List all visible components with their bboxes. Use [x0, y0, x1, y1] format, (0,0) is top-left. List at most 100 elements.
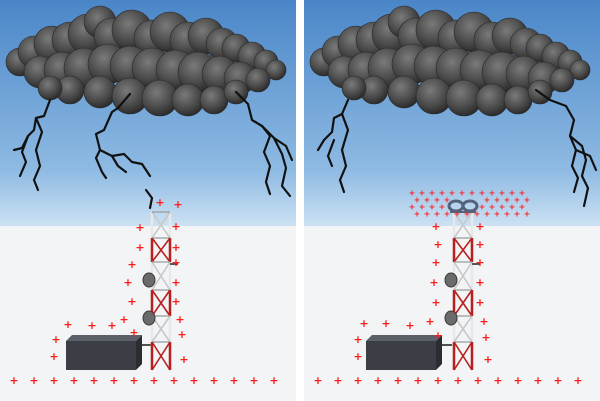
antenna-dish-icon — [444, 310, 458, 326]
equipment-shelter-icon — [366, 335, 452, 370]
scene-right: ++++++++++++++++++++++++++++++++++++++++… — [304, 0, 600, 401]
positive-charge-icon: + — [431, 256, 440, 269]
positive-charge-icon: + — [493, 374, 502, 387]
positive-charge-icon: + — [439, 189, 446, 198]
lightning-bolt-icon — [144, 188, 154, 210]
positive-charge-icon: + — [473, 374, 482, 387]
positive-charge-icon: + — [433, 329, 442, 342]
lightning-bolt-icon — [98, 148, 152, 178]
positive-charge-icon: + — [129, 374, 138, 387]
positive-charge-icon: + — [444, 210, 451, 219]
positive-charge-icon: + — [171, 295, 180, 308]
storm-cloud-icon — [309, 5, 591, 117]
lightning-bolt-icon — [272, 136, 294, 162]
positive-charge-icon: + — [509, 189, 516, 198]
positive-charge-icon: + — [381, 317, 390, 330]
lightning-bolt-icon — [110, 154, 128, 174]
positive-charge-icon: + — [474, 210, 481, 219]
positive-charge-icon: + — [459, 189, 466, 198]
antenna-dish-icon — [142, 272, 156, 288]
positive-charge-icon: + — [444, 196, 451, 205]
positive-charge-icon: + — [504, 196, 511, 205]
lattice-tower-icon — [142, 211, 178, 371]
positive-charge-icon: + — [483, 353, 492, 366]
lightning-bolt-icon — [260, 124, 292, 198]
positive-charge-icon: + — [127, 258, 136, 271]
positive-charge-icon: + — [499, 189, 506, 198]
lightning-bolt-icon — [234, 90, 272, 196]
lightning-bolt-icon — [338, 112, 350, 194]
positive-charge-icon: + — [269, 374, 278, 387]
antenna-dish-icon — [444, 272, 458, 288]
positive-charge-icon: + — [429, 189, 436, 198]
positive-charge-icon: + — [359, 317, 368, 330]
positive-charge-icon: + — [333, 374, 342, 387]
panel-right: ++++++++++++++++++++++++++++++++++++++++… — [304, 0, 600, 401]
positive-charge-icon: + — [129, 326, 138, 339]
positive-charge-icon: + — [431, 296, 440, 309]
positive-charge-icon: + — [173, 198, 182, 211]
lightning-bolt-icon — [574, 148, 598, 172]
storm-cloud-icon — [5, 5, 287, 117]
positive-charge-icon: + — [313, 374, 322, 387]
positive-charge-icon: + — [175, 313, 184, 326]
positive-charge-icon: + — [69, 374, 78, 387]
positive-charge-icon: + — [484, 210, 491, 219]
positive-charge-icon: + — [9, 374, 18, 387]
lightning-bolt-icon — [32, 116, 44, 192]
positive-charge-icon: + — [373, 374, 382, 387]
positive-charge-icon: + — [475, 238, 484, 251]
positive-charge-icon: + — [484, 196, 491, 205]
positive-charge-icon: + — [479, 315, 488, 328]
positive-charge-icon: + — [429, 203, 436, 212]
panel-divider — [296, 0, 304, 401]
positive-charge-icon: + — [249, 374, 258, 387]
positive-charge-icon: + — [464, 210, 471, 219]
positive-charge-icon: + — [49, 374, 58, 387]
positive-charge-icon: + — [524, 210, 531, 219]
lightning-bolt-icon — [94, 92, 132, 180]
positive-charge-icon: + — [479, 189, 486, 198]
positive-charge-icon: + — [155, 196, 164, 209]
positive-charge-icon: + — [425, 315, 434, 328]
positive-charge-icon: + — [489, 189, 496, 198]
positive-charge-icon: + — [119, 313, 128, 326]
positive-charge-icon: + — [177, 328, 186, 341]
positive-charge-icon: + — [419, 203, 426, 212]
positive-charge-icon: + — [179, 353, 188, 366]
positive-charge-icon: + — [409, 189, 416, 198]
positive-charge-icon: + — [469, 189, 476, 198]
positive-charge-icon: + — [414, 196, 421, 205]
positive-charge-icon: + — [489, 203, 496, 212]
positive-charge-icon: + — [107, 319, 116, 332]
positive-charge-icon: + — [499, 203, 506, 212]
positive-charge-icon: + — [519, 203, 526, 212]
lightning-bolt-icon — [326, 138, 336, 168]
equipment-shelter-icon — [66, 335, 152, 370]
lightning-bolt-icon — [568, 134, 590, 208]
positive-charge-icon: + — [171, 241, 180, 254]
lightning-bolt-icon — [12, 98, 52, 152]
positive-charge-icon: + — [209, 374, 218, 387]
scene-left: ++++++++++++++++++++++++++++++++++++ — [0, 0, 296, 401]
positive-charge-icon: + — [424, 196, 431, 205]
positive-charge-icon: + — [509, 203, 516, 212]
dissipation-array-icon — [447, 199, 479, 213]
positive-charge-icon: + — [513, 374, 522, 387]
positive-charge-icon: + — [149, 374, 158, 387]
positive-charge-icon: + — [414, 210, 421, 219]
antenna-dish-icon — [142, 310, 156, 326]
panel-left: ++++++++++++++++++++++++++++++++++++ — [0, 0, 296, 401]
positive-charge-icon: + — [504, 210, 511, 219]
positive-charge-icon: + — [439, 203, 446, 212]
positive-charge-icon: + — [413, 374, 422, 387]
positive-charge-icon: + — [434, 196, 441, 205]
positive-charge-icon: + — [229, 374, 238, 387]
positive-charge-icon: + — [573, 374, 582, 387]
positive-charge-icon: + — [135, 241, 144, 254]
positive-charge-icon: + — [429, 276, 438, 289]
positive-charge-icon: + — [449, 189, 456, 198]
positive-charge-icon: + — [135, 221, 144, 234]
positive-charge-icon: + — [514, 196, 521, 205]
positive-charge-icon: + — [405, 319, 414, 332]
